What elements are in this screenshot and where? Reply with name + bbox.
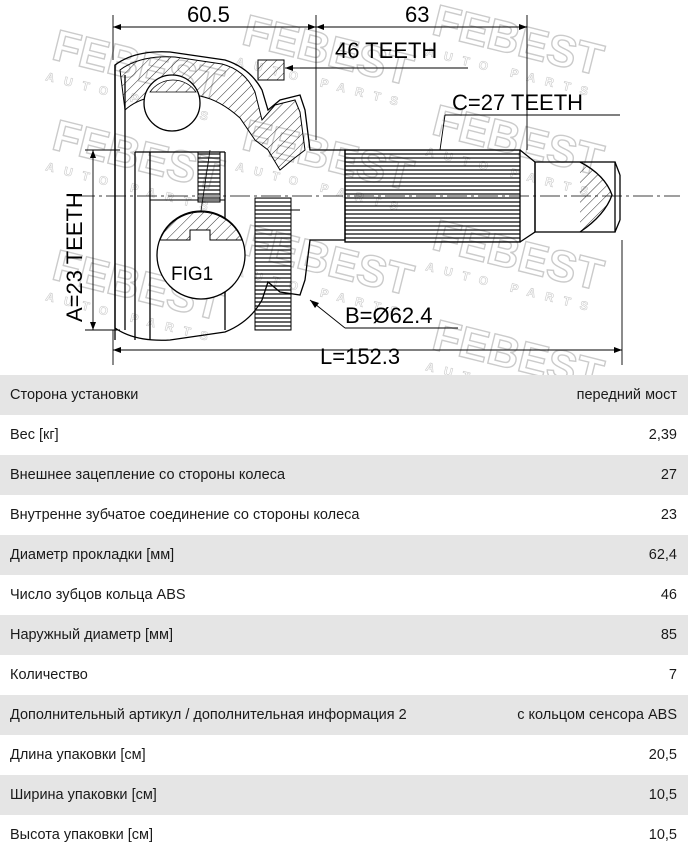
b-diameter-label: B=Ø62.4 xyxy=(345,303,432,328)
fig1-detail-circle: FIG1 xyxy=(156,149,246,300)
inner-spline-detail xyxy=(150,151,225,203)
spec-label: Внутренне зубчатое соединение со стороны… xyxy=(10,507,360,523)
spec-label: Наружный диаметр [мм] xyxy=(10,627,174,643)
spec-row: Внутренне зубчатое соединение со стороны… xyxy=(0,495,688,535)
spec-label: Количество xyxy=(10,667,88,683)
spec-value: передний мост xyxy=(576,387,677,403)
spec-value: 85 xyxy=(660,627,677,643)
c-teeth-label: C=27 TEETH xyxy=(452,90,583,115)
fig1-label: FIG1 xyxy=(171,264,213,285)
spec-label: Длина упаковки [см] xyxy=(10,747,146,763)
spec-label: Число зубцов кольца ABS xyxy=(10,587,186,603)
dim-top-right: 63 xyxy=(405,2,429,27)
spec-label: Сторона установки xyxy=(10,387,139,403)
spec-value: 27 xyxy=(660,467,677,483)
spec-value: с кольцом сенсора ABS xyxy=(517,707,677,723)
a-teeth-label: A=23 TEETH xyxy=(62,192,87,322)
spec-value: 23 xyxy=(660,507,677,523)
spec-label: Высота упаковки [см] xyxy=(10,827,154,843)
dim-top-left: 60.5 xyxy=(187,2,230,27)
dimension-lines xyxy=(85,15,623,365)
ball-hatch xyxy=(149,79,197,93)
watermark-group: FEBEST AUTO PARTS FEBEST AUTO PARTS FEBE… xyxy=(44,0,609,375)
spec-label: Диаметр прокладки [мм] xyxy=(10,547,175,563)
length-label: L=152.3 xyxy=(320,344,400,369)
spec-row: Вес [кг] 2,39 xyxy=(0,415,688,455)
spec-row: Ширина упаковки [см] 10,5 xyxy=(0,775,688,815)
shaft xyxy=(344,149,621,243)
spec-value: 20,5 xyxy=(648,747,677,763)
cv-joint-technical-drawing: FEBEST AUTO PARTS FEBEST AUTO PARTS FEBE… xyxy=(0,0,688,375)
spec-row: Длина упаковки [см] 20,5 xyxy=(0,735,688,775)
spec-row: Диаметр прокладки [мм] 62,4 xyxy=(0,535,688,575)
spec-value: 62,4 xyxy=(648,547,677,563)
spec-row: Высота упаковки [см] 10,5 xyxy=(0,815,688,855)
spec-label: Вес [кг] xyxy=(10,427,59,443)
spec-row: Сторона установки передний мост xyxy=(0,375,688,415)
spec-row: Наружный диаметр [мм] 85 xyxy=(0,615,688,655)
spec-value: 10,5 xyxy=(648,787,677,803)
spec-row: Дополнительный артикул / дополнительная … xyxy=(0,695,688,735)
abs-ring xyxy=(254,59,300,331)
spec-value: 10,5 xyxy=(648,827,677,843)
spec-value: 7 xyxy=(668,667,677,683)
spec-row: Внешнее зацепление со стороны колеса 27 xyxy=(0,455,688,495)
spec-value: 2,39 xyxy=(648,427,677,443)
dimension-arrows xyxy=(90,24,622,353)
spec-row: Количество 7 xyxy=(0,655,688,695)
spec-label: Дополнительный артикул / дополнительная … xyxy=(10,707,407,723)
spec-label: Ширина упаковки [см] xyxy=(10,787,157,803)
spec-value: 46 xyxy=(660,587,677,603)
abs-teeth-label: 46 TEETH xyxy=(335,38,437,63)
spec-row: Число зубцов кольца ABS 46 xyxy=(0,575,688,615)
spec-label: Внешнее зацепление со стороны колеса xyxy=(10,467,286,483)
